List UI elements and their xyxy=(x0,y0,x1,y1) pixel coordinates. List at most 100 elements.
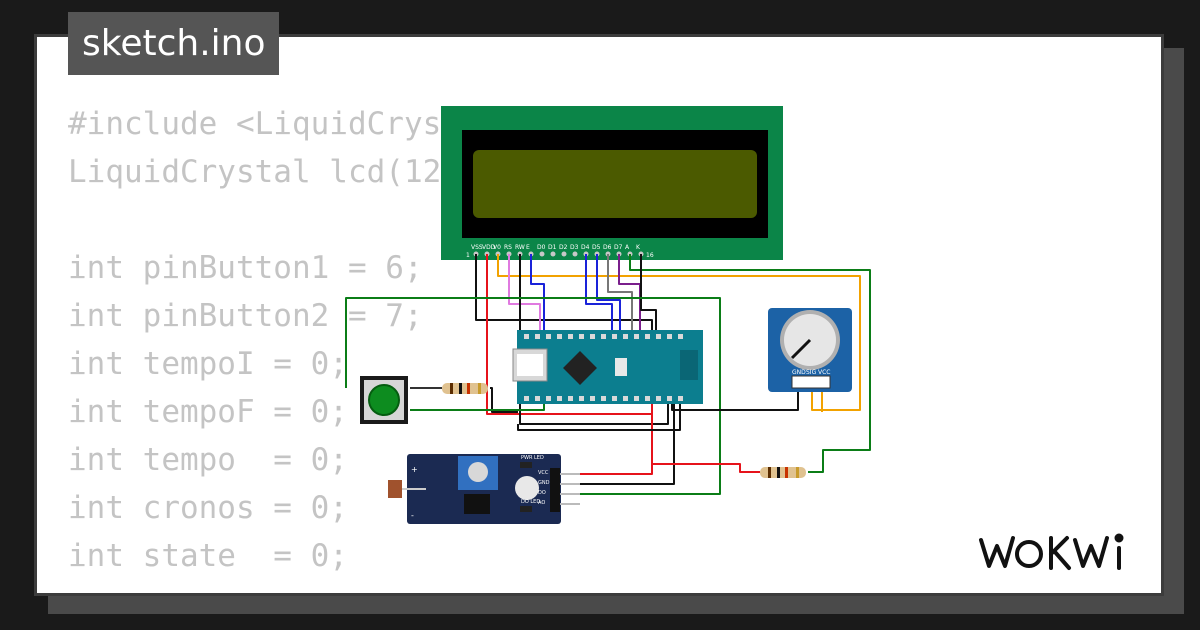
wire-gnd-rail[interactable] xyxy=(517,400,681,431)
nano-pin[interactable] xyxy=(568,396,573,401)
wire-sensor-resistor[interactable] xyxy=(652,463,760,473)
nano-pin[interactable] xyxy=(612,396,617,401)
nano-pin[interactable] xyxy=(645,396,650,401)
code-line: int state = 0; xyxy=(68,538,348,574)
nano-pin[interactable] xyxy=(678,334,683,339)
file-tab[interactable]: sketch.ino xyxy=(68,12,280,75)
nano-pin[interactable] xyxy=(623,396,628,401)
reset-button[interactable] xyxy=(615,358,627,376)
sensor-pin-vcc: VCC xyxy=(538,470,549,476)
nano-pin[interactable] xyxy=(524,334,529,339)
wire-d6[interactable] xyxy=(607,254,633,334)
lcd-pin[interactable] xyxy=(550,251,556,257)
sensor-pin-do: DO xyxy=(538,490,546,496)
nano-pin[interactable] xyxy=(546,396,551,401)
nano-board xyxy=(517,330,703,404)
resistor-button[interactable] xyxy=(442,383,488,394)
nano-pin[interactable] xyxy=(601,396,606,401)
nano-pin[interactable] xyxy=(579,396,584,401)
lcd-pin-label: K xyxy=(636,244,641,251)
nano-pin[interactable] xyxy=(557,334,562,339)
usb-port-inner xyxy=(517,354,543,376)
svg-text:+: + xyxy=(411,465,418,474)
lcd-pin-label: D0 xyxy=(537,244,546,251)
nano-pin[interactable] xyxy=(667,334,672,339)
nano-pin[interactable] xyxy=(579,334,584,339)
wire-button-signal[interactable] xyxy=(345,297,721,495)
wires xyxy=(345,254,871,495)
nano-pin[interactable] xyxy=(546,334,551,339)
resistor-sensor[interactable] xyxy=(760,467,806,478)
wire-e[interactable] xyxy=(530,254,545,334)
nano-pin[interactable] xyxy=(645,334,650,339)
lcd-pin[interactable] xyxy=(561,251,567,257)
light-sensor-module[interactable]: PWR LED DO LED VCC GND DO AO + - xyxy=(388,454,580,524)
code-line: int tempo = 0; xyxy=(68,442,348,478)
lcd-pin-first: 1 xyxy=(466,252,470,259)
resistor-body xyxy=(442,383,488,394)
nano-pin[interactable] xyxy=(568,334,573,339)
nano-pin[interactable] xyxy=(656,334,661,339)
pot-pin-gnd: GND xyxy=(792,369,806,376)
sensor-cap xyxy=(515,476,539,500)
nano-pin[interactable] xyxy=(634,334,639,339)
nano-pin[interactable] xyxy=(678,396,683,401)
nano-pin[interactable] xyxy=(612,334,617,339)
wire-rw[interactable] xyxy=(519,254,669,425)
wire-d4[interactable] xyxy=(585,254,613,334)
nano-pin[interactable] xyxy=(535,396,540,401)
comparator-chip xyxy=(464,494,490,514)
pot-header xyxy=(791,375,831,389)
resistor-body xyxy=(760,467,806,478)
do-led-label: DO LED xyxy=(521,499,540,505)
nano-pin[interactable] xyxy=(590,334,595,339)
wire-pot-gnd[interactable] xyxy=(671,388,799,411)
button-cap[interactable] xyxy=(368,384,400,416)
lcd-pin-label: D6 xyxy=(603,244,612,251)
lcd-pin-label: VSS xyxy=(471,244,483,251)
wire-vss[interactable] xyxy=(475,254,653,332)
icsp-header xyxy=(680,350,698,380)
wire-k[interactable] xyxy=(640,254,657,332)
lcd-pin-label: RW xyxy=(515,244,525,251)
wire-d5[interactable] xyxy=(596,254,621,334)
lcd-pin[interactable] xyxy=(539,251,545,257)
wire-anode[interactable] xyxy=(629,254,871,473)
lcd-pin-label: A xyxy=(625,244,630,251)
wire-sensor-vcc[interactable] xyxy=(578,400,653,475)
potentiometer[interactable]: GND SIG VCC xyxy=(768,308,852,392)
nano-pin[interactable] xyxy=(601,334,606,339)
lcd-pin-label: D3 xyxy=(570,244,579,251)
lcd-pin-label: E xyxy=(526,244,530,251)
arduino-nano[interactable] xyxy=(512,330,703,404)
wire-v0[interactable] xyxy=(497,254,861,411)
nano-pin[interactable] xyxy=(634,396,639,401)
lcd-pin-label: D5 xyxy=(592,244,601,251)
sensor-header xyxy=(550,468,560,512)
pot-indicator xyxy=(790,338,812,360)
nano-pin[interactable] xyxy=(524,396,529,401)
svg-text:-: - xyxy=(411,511,414,520)
nano-pin[interactable] xyxy=(557,396,562,401)
wokwi-logo xyxy=(979,533,1124,570)
lcd-pin-label: V0 xyxy=(493,244,501,251)
nano-pin[interactable] xyxy=(590,396,595,401)
pot-pin-sig: SIG xyxy=(806,369,817,376)
nano-pin[interactable] xyxy=(623,334,628,339)
wire-rs[interactable] xyxy=(508,254,541,334)
wire-button-gnd[interactable] xyxy=(490,387,518,413)
code-line: int pinButton2 = 7; xyxy=(68,298,423,334)
pot-pin-vcc: VCC xyxy=(818,369,830,376)
pushbutton[interactable] xyxy=(360,376,408,424)
lcd-pin-last: 16 xyxy=(646,252,654,259)
nano-pin[interactable] xyxy=(667,396,672,401)
wire-sensor-gnd[interactable] xyxy=(578,400,675,485)
nano-pin[interactable] xyxy=(535,334,540,339)
lcd-pin[interactable] xyxy=(572,251,578,257)
nano-pin[interactable] xyxy=(656,396,661,401)
photoresistor xyxy=(388,480,402,498)
sensor-pin-ao: AO xyxy=(538,500,545,506)
code-line: int pinButton1 = 6; xyxy=(68,250,423,286)
trimmer-knob[interactable] xyxy=(468,462,488,482)
